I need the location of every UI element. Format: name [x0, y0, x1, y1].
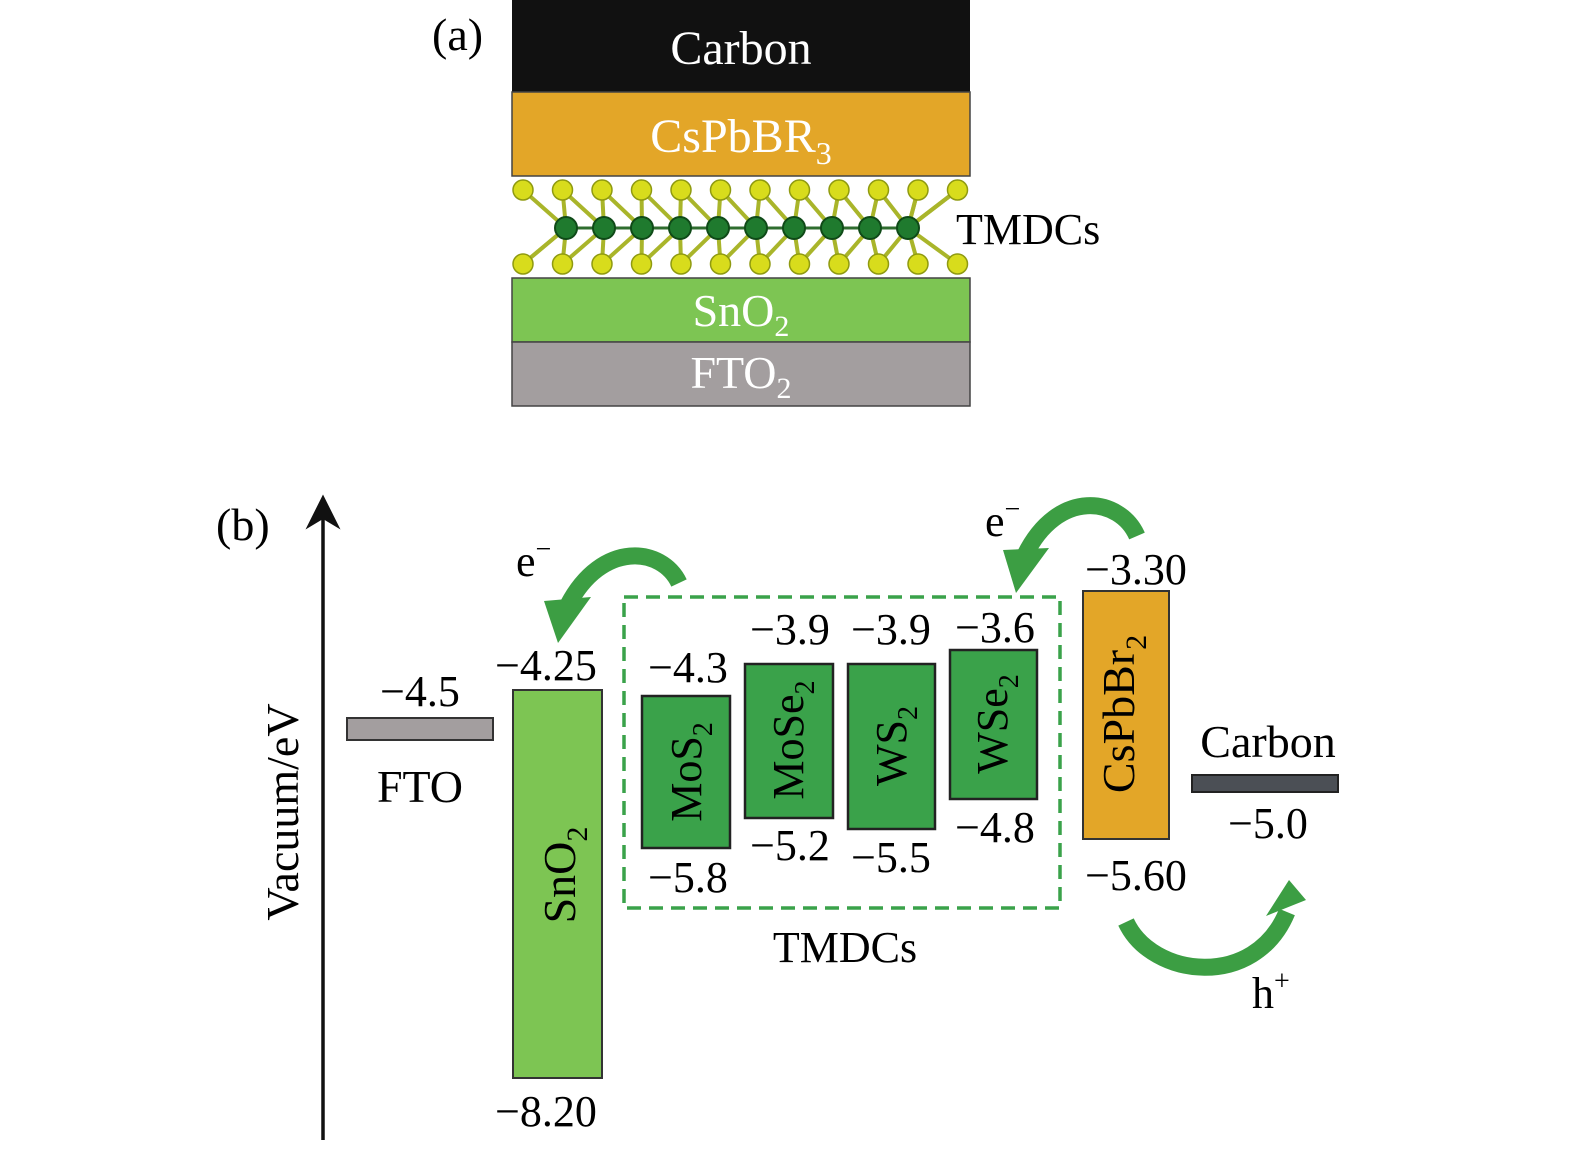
chalcogen-atom [670, 179, 692, 201]
carbon-name: Carbon [1200, 716, 1335, 767]
mos2-top-value: −4.3 [648, 643, 728, 692]
chalcogen-atom [907, 179, 929, 201]
sno2-layer-label: SnO2 [693, 285, 790, 343]
metal-atom [706, 216, 730, 240]
chalcogen-atom [907, 253, 929, 275]
chalcogen-atom [867, 253, 890, 275]
perovskite-top-value: −3.30 [1085, 545, 1187, 594]
chalcogen-atom [749, 179, 771, 201]
chalcogen-atom [630, 179, 653, 201]
carbon-layer-label: Carbon [670, 22, 811, 75]
chalcogen-atom [709, 179, 732, 201]
mos2-band-box [640, 694, 732, 850]
chalcogen-atom [788, 179, 811, 201]
wse2-top-value: −3.6 [955, 603, 1035, 652]
chalcogen-atom [512, 179, 534, 201]
perovskite-layer-label: CsPbBR3 [650, 110, 831, 171]
fto-level-bar [346, 717, 494, 741]
wse2-band-box [948, 648, 1039, 801]
metal-atom [782, 216, 806, 240]
chalcogen-atom [828, 179, 850, 201]
sno2-band-box [512, 689, 603, 1079]
ws2-top-value: −3.9 [851, 605, 931, 654]
mose2-band-box [743, 662, 835, 820]
axis-label: Vacuum/eV [257, 703, 308, 920]
sno2-layer [511, 277, 971, 343]
mose2-box-label: MoSe2 [764, 680, 821, 799]
fto-level-value: −4.5 [380, 667, 460, 716]
metal-atom [896, 216, 920, 240]
chalcogen-atom [551, 179, 574, 201]
metal-atom [820, 216, 844, 240]
mos2-bottom-value: −5.8 [648, 853, 728, 902]
tmdc-layer-label: TMDCs [956, 205, 1100, 254]
chalcogen-atom [591, 253, 613, 275]
sno2-top-value: −4.25 [495, 641, 597, 690]
fto-name: FTO [377, 761, 463, 812]
electron-transfer-arrow-right [1003, 497, 1145, 593]
metal-atom [630, 216, 654, 240]
mose2-top-value: −3.9 [750, 605, 830, 654]
ws2-box-label: WS2 [867, 706, 924, 786]
hole-label: h+ [1252, 966, 1290, 1018]
fto-layer-label: FTO2 [690, 347, 791, 405]
metal-atom [554, 216, 578, 240]
fto-layer [511, 341, 971, 407]
chalcogen-atom [946, 179, 969, 201]
mose2-bottom-value: −5.2 [750, 821, 830, 870]
electron-label-right: e− [985, 494, 1020, 546]
wse2-bottom-value: −4.8 [955, 803, 1035, 852]
perovskite-bottom-value: −5.60 [1085, 851, 1187, 900]
chalcogen-atom [551, 253, 574, 275]
carbon-level-value: −5.0 [1228, 799, 1308, 848]
chalcogen-atom [591, 179, 613, 201]
chalcogen-atom [788, 253, 811, 275]
chalcogen-atom [670, 253, 692, 275]
chalcogen-atom [946, 253, 969, 275]
metal-atom [592, 216, 616, 240]
wse2-box-label: WSe2 [968, 674, 1025, 774]
metal-atom [668, 216, 692, 240]
panel-b-label: (b) [216, 499, 270, 550]
metal-atom [858, 216, 882, 240]
chalcogen-atom [749, 253, 771, 275]
panel-a: (a) Carbon CsPbBR3 TMDCs SnO2 FTO2 [432, 0, 1100, 407]
perovskite-box-label: CsPbBr2 [1093, 635, 1153, 793]
panel-a-label: (a) [432, 9, 483, 60]
ws2-bottom-value: −5.5 [851, 833, 931, 882]
chalcogen-atom [828, 253, 850, 275]
chalcogen-atom [867, 179, 890, 201]
mos2-box-label: MoS2 [662, 722, 719, 822]
sno2-bottom-value: −8.20 [495, 1087, 597, 1136]
panel-b: (b) Vacuum/eV −4.5 FTO −4.25 −8.20 SnO2 … [216, 494, 1339, 1140]
tmdc-lattice [512, 179, 969, 275]
electron-label-left: e− [516, 534, 551, 586]
perovskite-band-box [1082, 590, 1170, 840]
chalcogen-atom [709, 253, 732, 275]
tmdc-group-label: TMDCs [773, 923, 917, 972]
ws2-band-box [846, 662, 937, 831]
chalcogen-atom [512, 253, 534, 275]
perovskite-layer [511, 91, 971, 177]
carbon-level-bar [1191, 774, 1339, 793]
electron-transfer-arrow-left [544, 547, 687, 643]
chalcogen-atom [630, 253, 653, 275]
sno2-box-label: SnO2 [534, 827, 594, 924]
metal-atom [744, 216, 768, 240]
hole-transfer-arrow [1118, 880, 1306, 976]
carbon-layer [512, 0, 970, 92]
